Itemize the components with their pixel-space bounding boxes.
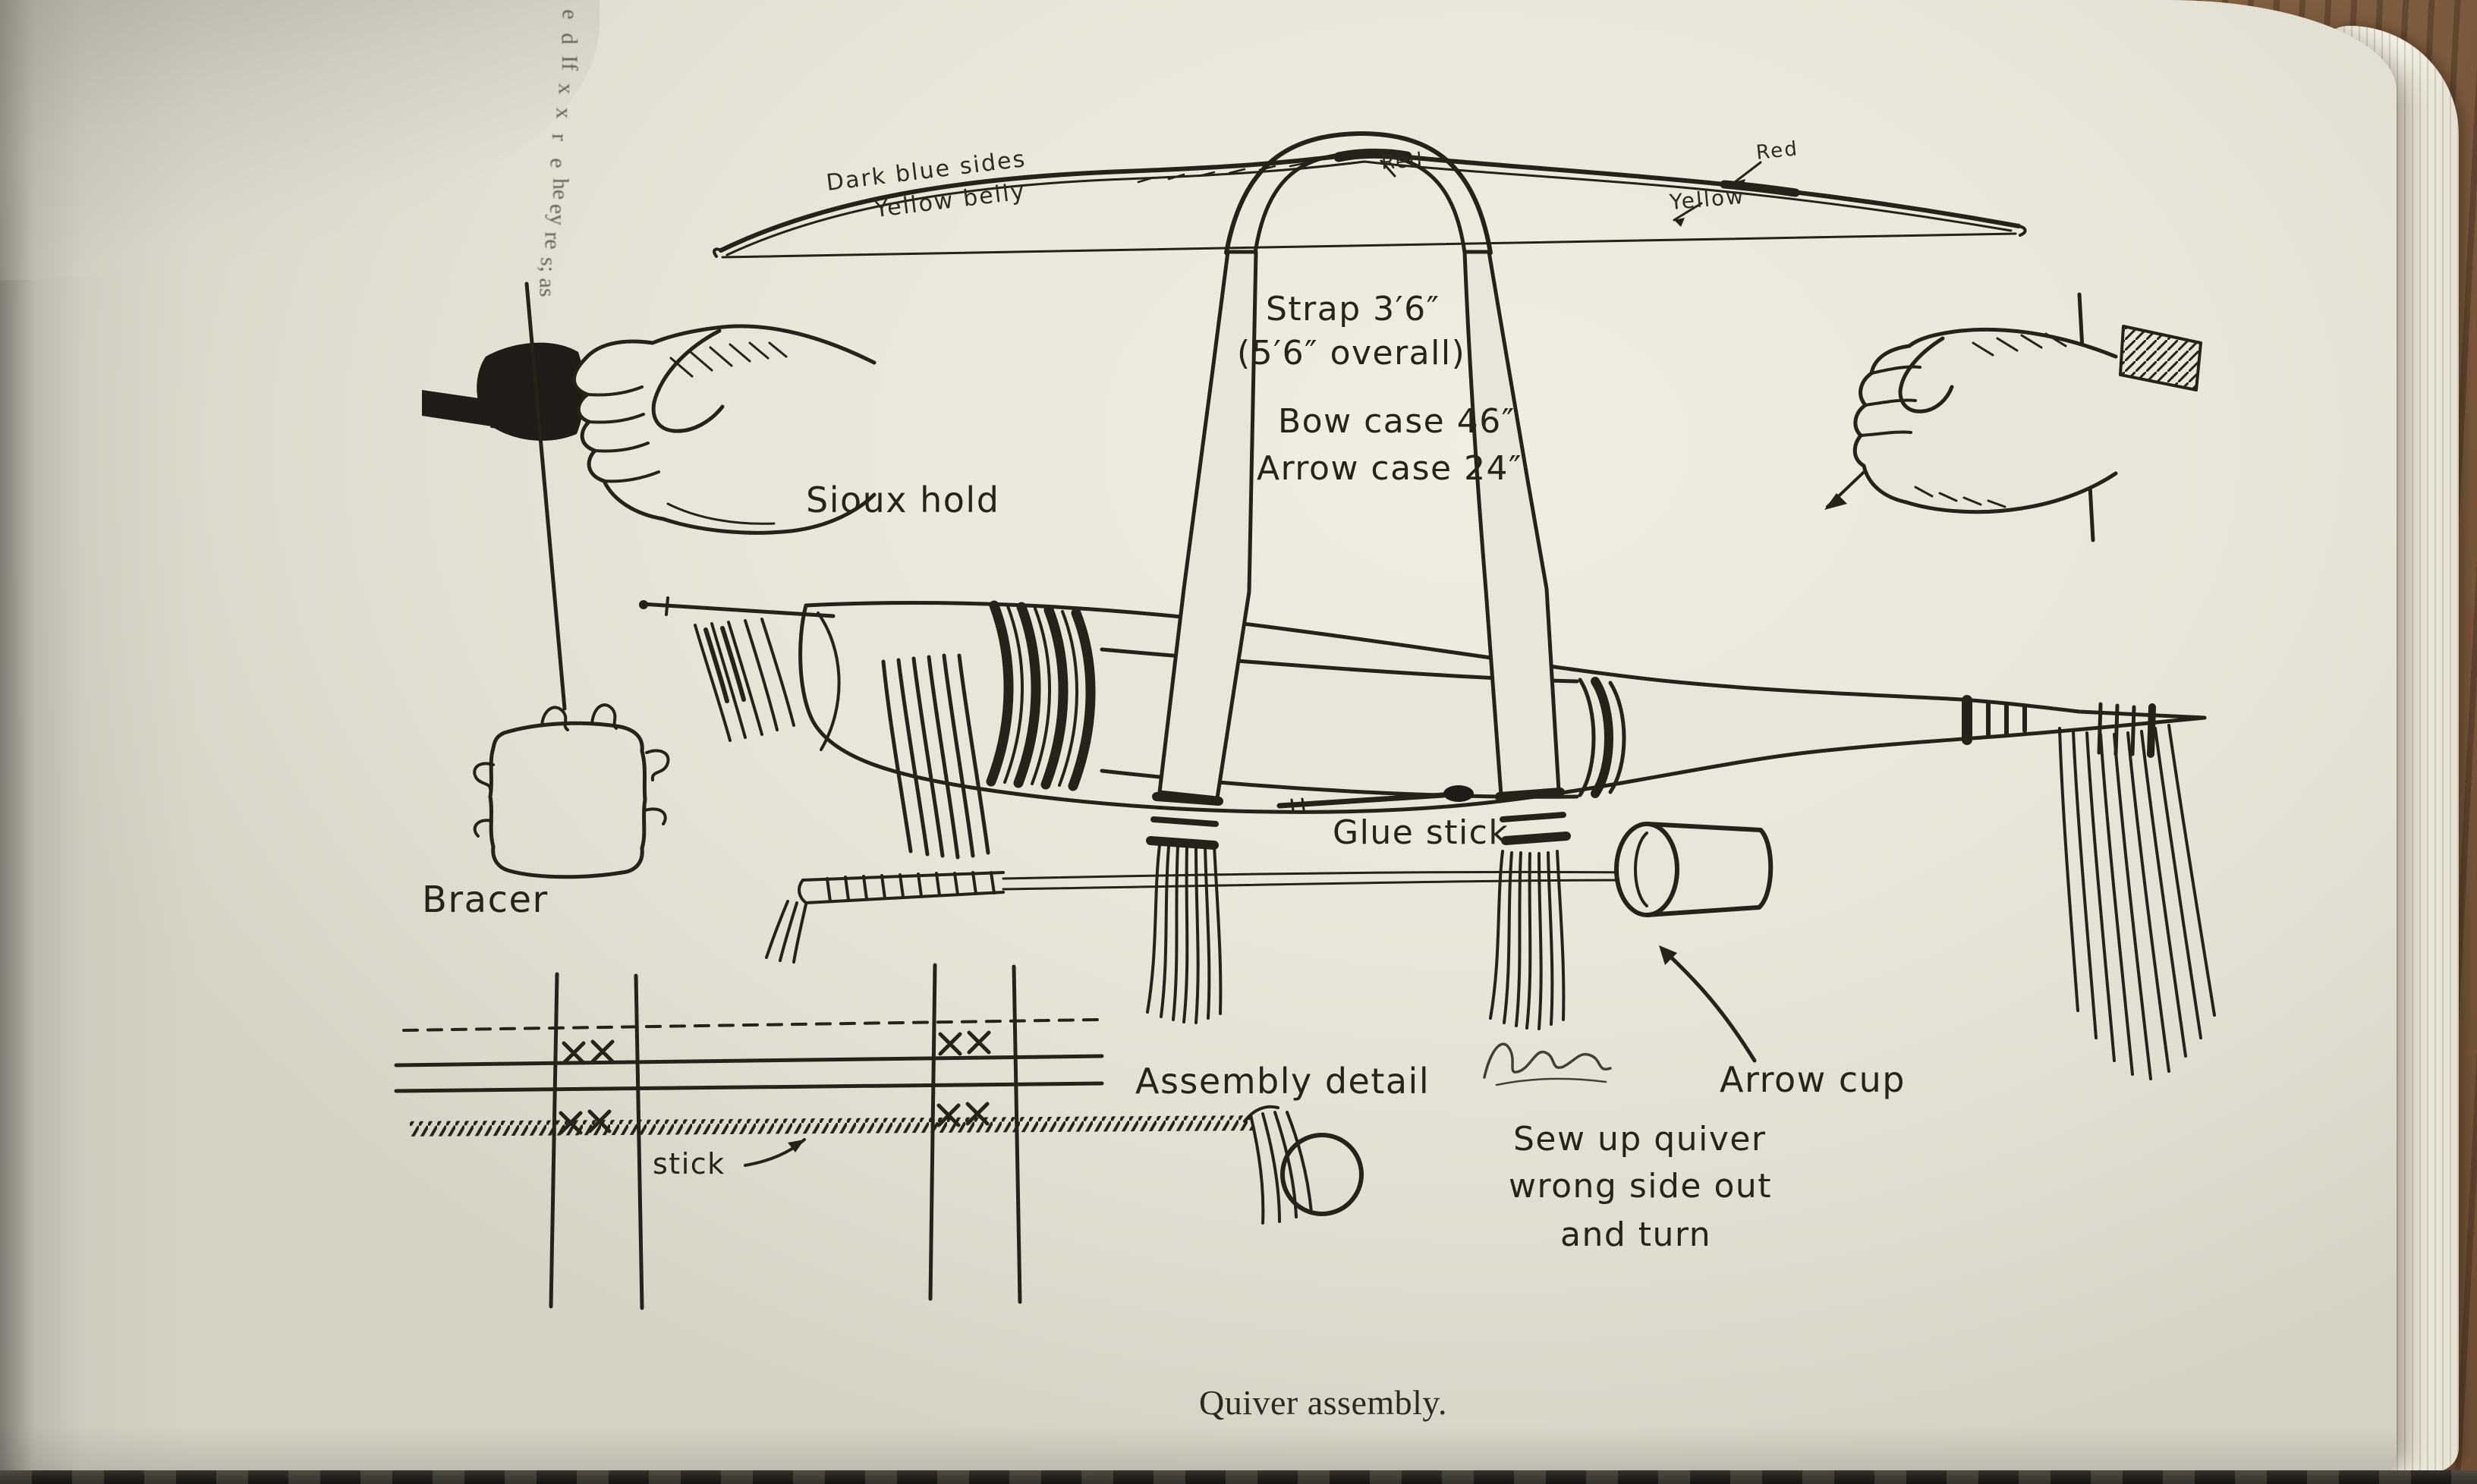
quiver-strap-drawing bbox=[1146, 131, 1571, 1030]
label-bow-case-length: Bow case 46″ bbox=[1278, 402, 1515, 441]
book-page: e d If x x r e he ey re s; as bbox=[0, 0, 2397, 1478]
arrow-cup-drawing bbox=[1614, 822, 1774, 917]
bracer-drawing bbox=[473, 703, 670, 879]
label-overall-length: (5′6″ overall) bbox=[1237, 334, 1466, 373]
detail-circle bbox=[1280, 1133, 1364, 1216]
assembly-detail-drawing bbox=[394, 963, 1313, 1310]
right-hand-drawing bbox=[1824, 292, 2202, 542]
left-hand-drawing bbox=[422, 281, 877, 711]
label-strap-length: Strap 3′6″ bbox=[1266, 290, 1440, 329]
quiver-case-drawing bbox=[639, 596, 2207, 814]
label-sew-note-line1: Sew up quiver bbox=[1513, 1120, 1767, 1159]
label-stick: stick bbox=[653, 1147, 725, 1181]
label-sew-note-line2: wrong side out bbox=[1509, 1167, 1773, 1206]
label-assembly-detail: Assembly detail bbox=[1135, 1061, 1430, 1102]
label-red-right: Red bbox=[1755, 137, 1800, 165]
label-bracer: Bracer bbox=[422, 879, 549, 921]
stick-pointer bbox=[744, 1138, 806, 1167]
glue-stick-drawing bbox=[1276, 785, 1474, 812]
figure-caption: Quiver assembly. bbox=[1199, 1383, 1447, 1422]
label-arrow-case-length: Arrow case 24″ bbox=[1257, 449, 1522, 488]
quiver-fringe-drawing bbox=[694, 618, 2216, 1080]
wrapped-rod-drawing bbox=[765, 870, 1633, 964]
label-arrow-cup: Arrow cup bbox=[1720, 1059, 1906, 1100]
label-sew-note-line3: and turn bbox=[1560, 1215, 1712, 1254]
label-sioux-hold: Sioux hold bbox=[806, 479, 1000, 520]
artist-signature bbox=[1483, 1042, 1612, 1086]
label-red-center: Red bbox=[1380, 149, 1424, 174]
photo-bottom-edge bbox=[0, 1470, 2477, 1484]
label-glue-stick: Glue stick bbox=[1333, 813, 1509, 852]
arrow-cup-pointer bbox=[1659, 945, 1757, 1063]
stitch-x-marks bbox=[559, 1030, 991, 1135]
bow-drawing bbox=[713, 148, 2027, 259]
